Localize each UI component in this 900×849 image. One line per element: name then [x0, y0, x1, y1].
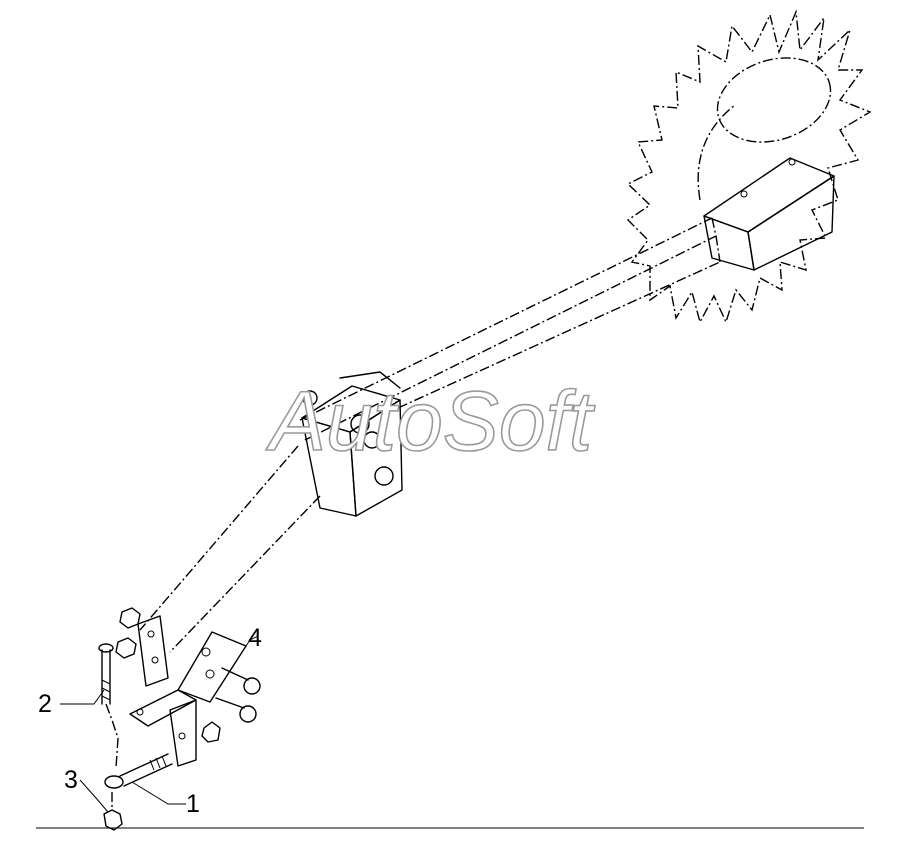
star-wheel [626, 9, 872, 324]
leader-lines [60, 635, 259, 813]
plate-nuts [115, 607, 141, 659]
side-bolts [201, 667, 261, 743]
vertical-bolt-part-2 [98, 643, 114, 705]
long-bolt-part-1 [104, 753, 173, 789]
leader-3 [79, 779, 109, 813]
callout-4: 4 [248, 624, 262, 652]
callout-1: 1 [186, 790, 200, 818]
leader-1 [131, 781, 186, 805]
wheel-inner-curve [697, 104, 736, 201]
callout-3: 3 [64, 766, 78, 794]
nut-part-3 [103, 809, 123, 831]
callout-2: 2 [38, 690, 52, 718]
wheel-hub-opening [716, 57, 832, 143]
leader-2 [60, 689, 105, 705]
lower-arm [139, 445, 321, 653]
bracket-part-4 [129, 631, 247, 767]
arm-plate [137, 615, 169, 687]
watermark-text: AutoSoft [265, 374, 596, 468]
mounting-block [301, 371, 403, 517]
wheel-outline [626, 9, 872, 324]
main-beam [299, 217, 721, 441]
assembly-guides [105, 703, 119, 810]
leader-4 [245, 635, 259, 647]
wheel-clamp-block [703, 157, 835, 271]
